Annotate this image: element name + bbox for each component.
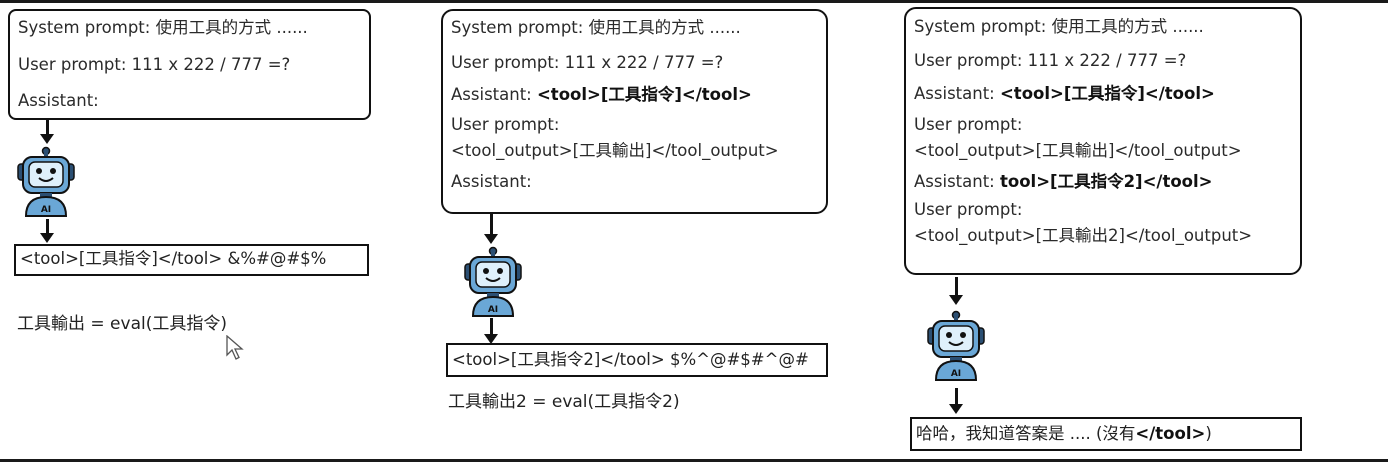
panel3-line-system: System prompt: 使用工具的方式 ...... (914, 17, 1204, 36)
mouse-pointer-icon (226, 335, 244, 360)
panel1-line-system: System prompt: 使用工具的方式 ...... (18, 18, 308, 37)
panel2-tool-call-output: <tool>[工具指令2]</tool> $%^@#$#^@# (446, 343, 828, 377)
panel2-line-user-prompt: User prompt: (451, 115, 560, 134)
panel3-line-tool-output2: <tool_output>[工具輸出2]</tool_output> (914, 226, 1253, 245)
panel3-line-user: User prompt: 111 x 222 / 777 =? (914, 51, 1187, 70)
bottom-border (0, 459, 1388, 462)
panel2-line-assistant: Assistant: (451, 172, 532, 191)
panel3-line-assistant-tool: Assistant: <tool>[工具指令]</tool> (914, 84, 1215, 103)
down-arrow-icon (40, 219, 54, 243)
panel1-tool-call-output: <tool>[工具指令]</tool> &%#@#$% (14, 244, 369, 276)
panel2-line-tool-output: <tool_output>[工具輸出]</tool_output> (451, 141, 779, 160)
panel1-prompt-box: System prompt: 使用工具的方式 ...... User promp… (8, 9, 371, 120)
down-arrow-icon (484, 318, 498, 344)
panel2-line-assistant-tool: Assistant: <tool>[工具指令]</tool> (451, 85, 752, 104)
down-arrow-icon (484, 214, 498, 244)
robot-label: AI (41, 205, 51, 215)
panel1-eval-formula: 工具輸出 = eval(工具指令) (17, 314, 227, 334)
down-arrow-icon (949, 277, 963, 305)
down-arrow-icon (949, 388, 963, 414)
robot-ai-icon: AI (14, 146, 78, 218)
robot-label: AI (951, 369, 961, 379)
panel3-final-answer-output: 哈哈，我知道答案是 .... (沒有</tool>) (910, 417, 1302, 451)
panel3-line-user-prompt: User prompt: (914, 115, 1023, 134)
panel1-line-user: User prompt: 111 x 222 / 777 =? (18, 55, 291, 74)
panel3-prompt-box: System prompt: 使用工具的方式 ...... User promp… (904, 7, 1302, 275)
panel2-line-system: System prompt: 使用工具的方式 ...... (451, 18, 741, 37)
panel3-line-user-prompt2: User prompt: (914, 200, 1023, 219)
panel1-line-assistant: Assistant: (18, 91, 99, 110)
panel2-line-user: User prompt: 111 x 222 / 777 =? (451, 53, 724, 72)
panel3-line-assistant-tool2: Assistant: tool>[工具指令2]</tool> (914, 172, 1213, 191)
down-arrow-icon (40, 120, 54, 144)
robot-label: AI (488, 305, 498, 315)
panel3-line-tool-output: <tool_output>[工具輸出]</tool_output> (914, 141, 1242, 160)
panel2-eval-formula: 工具輸出2 = eval(工具指令2) (448, 392, 680, 412)
panel2-prompt-box: System prompt: 使用工具的方式 ...... User promp… (441, 9, 828, 214)
robot-ai-icon: AI (924, 310, 988, 382)
robot-ai-icon: AI (461, 246, 525, 318)
top-border (0, 0, 1388, 3)
